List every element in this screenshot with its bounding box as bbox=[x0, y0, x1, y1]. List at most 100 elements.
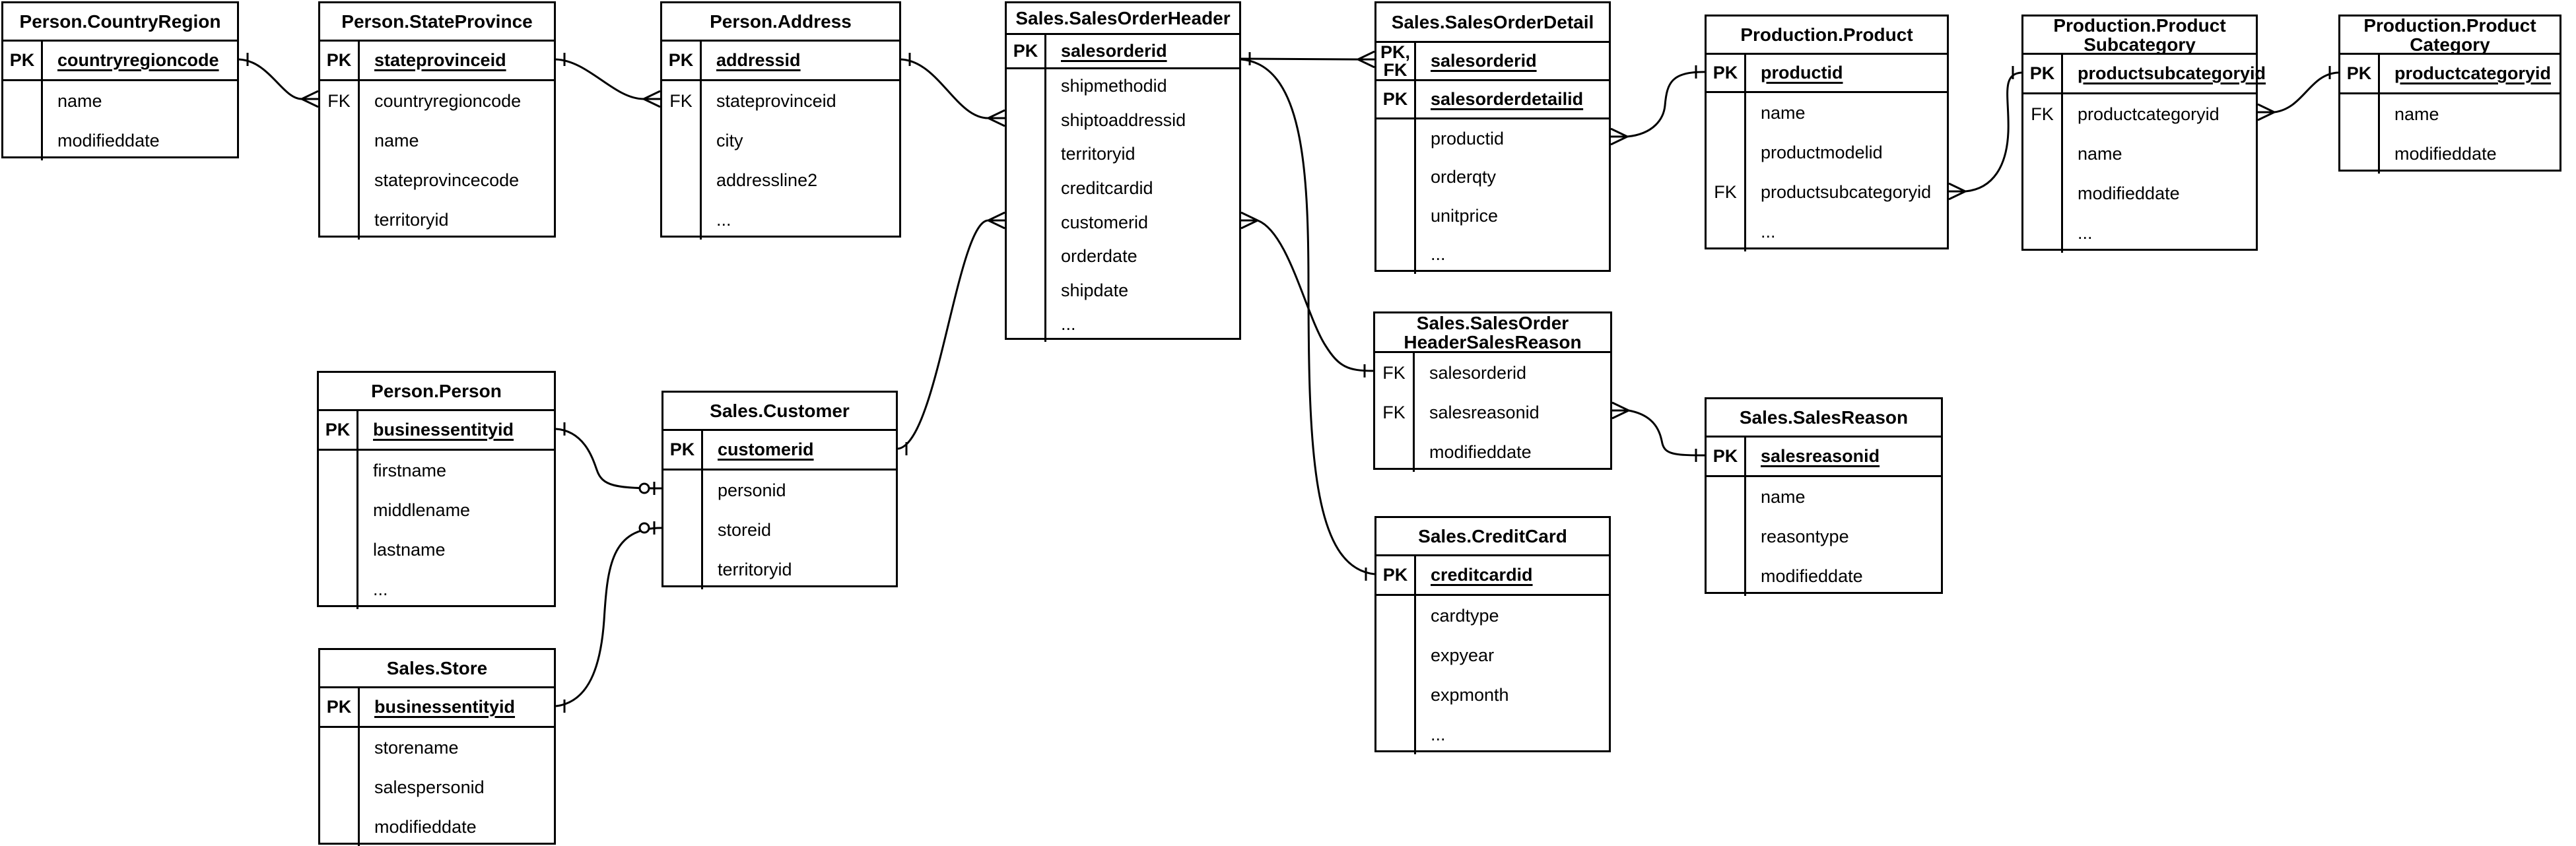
table-title-sales-salesreason: Sales.SalesReason bbox=[1707, 399, 1941, 438]
column-row-name[interactable]: name bbox=[1707, 477, 1941, 517]
column-row-modifieddate[interactable]: modifieddate bbox=[320, 807, 554, 846]
column-row-modifieddate[interactable]: modifieddate bbox=[1707, 556, 1941, 596]
column-row-shiptoaddressid[interactable]: shiptoaddressid bbox=[1007, 103, 1239, 138]
column-row-firstname[interactable]: firstname bbox=[319, 451, 554, 490]
relationship-address-salesorderheader[interactable] bbox=[900, 58, 989, 119]
column-row-ellipsis[interactable]: ... bbox=[1376, 235, 1609, 274]
column-row-ellipsis[interactable]: ... bbox=[2023, 213, 2256, 253]
column-row-ellipsis[interactable]: ... bbox=[319, 569, 554, 609]
column-row-middlename[interactable]: middlename bbox=[319, 490, 554, 530]
column-row-orderqty[interactable]: orderqty bbox=[1376, 158, 1609, 197]
relationship-salesorderheader-salesorderheadersalesreason[interactable] bbox=[1257, 219, 1374, 372]
column-row-creditcardid[interactable]: creditcardid bbox=[1007, 171, 1239, 206]
column-row-territoryid[interactable]: territoryid bbox=[663, 550, 896, 589]
column-row-ellipsis[interactable]: ... bbox=[1376, 715, 1609, 754]
column-row-storename[interactable]: storename bbox=[320, 728, 554, 767]
relationship-store-customer[interactable] bbox=[555, 527, 662, 707]
column-row-unitprice[interactable]: unitprice bbox=[1376, 197, 1609, 236]
column-row-cardtype[interactable]: cardtype bbox=[1376, 596, 1609, 635]
relationship-stateprovince-address[interactable] bbox=[555, 58, 644, 100]
column-name: expyear bbox=[1431, 645, 1495, 665]
column-row-shipdate[interactable]: shipdate bbox=[1007, 273, 1239, 308]
key-label-empty bbox=[1376, 675, 1416, 715]
column-row-territoryid[interactable]: territoryid bbox=[1007, 137, 1239, 172]
column-row-customerid[interactable]: customerid bbox=[1007, 205, 1239, 240]
column-row-name[interactable]: name bbox=[1707, 93, 1947, 133]
column-row-city[interactable]: city bbox=[662, 121, 899, 160]
key-label-empty bbox=[319, 490, 358, 530]
column-row-storeid[interactable]: storeid bbox=[663, 510, 896, 550]
column-row-expyear[interactable]: expyear bbox=[1376, 635, 1609, 675]
column-row-addressline2[interactable]: addressline2 bbox=[662, 160, 899, 200]
key-label-empty bbox=[1376, 197, 1416, 236]
column-row-ellipsis[interactable]: ... bbox=[1707, 212, 1947, 251]
column-row-name[interactable]: name bbox=[2023, 134, 2256, 174]
relationship-customer-salesorderheader[interactable] bbox=[897, 219, 989, 450]
relationship-person-customer[interactable] bbox=[555, 428, 662, 490]
column-row-orderdate[interactable]: orderdate bbox=[1007, 239, 1239, 274]
column-row-reasontype[interactable]: reasontype bbox=[1707, 517, 1941, 556]
column-row-personid[interactable]: personid bbox=[663, 471, 896, 510]
column-row-ellipsis[interactable]: ... bbox=[662, 200, 899, 240]
key-label-empty bbox=[1707, 556, 1746, 596]
column-row-modifieddate[interactable]: modifieddate bbox=[2340, 134, 2559, 174]
crow-foot-icon-salesorderheader-salesorderheadersalesreason-2 bbox=[1240, 219, 1258, 230]
column-row-stateprovincecode[interactable]: stateprovincecode bbox=[320, 160, 554, 200]
column-row-modifieddate[interactable]: modifieddate bbox=[1375, 432, 1610, 472]
column-name: city bbox=[716, 130, 743, 150]
column-row-productmodelid[interactable]: productmodelid bbox=[1707, 133, 1947, 172]
column-row-name[interactable]: name bbox=[3, 81, 237, 121]
column-row-name[interactable]: name bbox=[320, 121, 554, 160]
column-row-salespersonid[interactable]: salespersonid bbox=[320, 767, 554, 807]
column-row-name[interactable]: name bbox=[2340, 94, 2559, 134]
column-row-expmonth[interactable]: expmonth bbox=[1376, 675, 1609, 715]
relationship-salesorderheader-creditcard[interactable] bbox=[1240, 58, 1375, 575]
relationship-salesorderheadersalesreason-salesreason[interactable] bbox=[1628, 409, 1705, 457]
column-row-productid[interactable]: productid bbox=[1376, 119, 1609, 158]
column-row-territoryid[interactable]: territoryid bbox=[320, 200, 554, 240]
column-row-ellipsis[interactable]: ... bbox=[1007, 308, 1239, 342]
relationship-product-productsubcategory[interactable] bbox=[1965, 71, 2022, 193]
relationship-productsubcategory-productcategory[interactable] bbox=[2274, 71, 2339, 114]
column-row-modifieddate[interactable]: modifieddate bbox=[2023, 174, 2256, 213]
column-name: firstname bbox=[373, 460, 447, 480]
relationship-salesorderdetail-product[interactable] bbox=[1627, 71, 1705, 138]
column-row-lastname[interactable]: lastname bbox=[319, 530, 554, 569]
column-row-shipmethodid[interactable]: shipmethodid bbox=[1007, 69, 1239, 104]
column-row-modifieddate[interactable]: modifieddate bbox=[3, 121, 237, 160]
